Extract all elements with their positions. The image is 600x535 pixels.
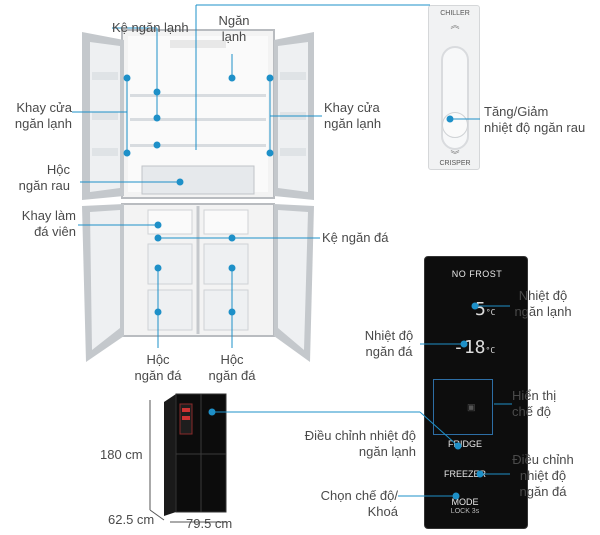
label-tang-giam-nhiet-do: Tăng/Giảm nhiệt độ ngăn rau — [484, 104, 585, 136]
label-ngan-lanh-l2: lạnh — [221, 29, 247, 44]
control-panel: NO FROST 5°C -18°C ▣ FRIDGE FREEZER MODE… — [424, 256, 528, 529]
label-nhiet-do-ngan-lanh-l2: ngăn lạnh — [514, 304, 572, 319]
label-hoc-ngan-da-left-l2: ngăn đá — [134, 368, 182, 383]
label-hoc-ngan-da-right-l2: ngăn đá — [208, 368, 256, 383]
label-khay-cua-ngan-lanh-right: Khay cửa ngăn lạnh — [324, 100, 381, 132]
crisper-label: CRISPER — [439, 160, 471, 167]
label-tang-giam-l2: nhiệt độ ngăn rau — [484, 120, 586, 135]
label-hoc-ngan-da-right: Hộc ngăn đá — [202, 352, 262, 384]
label-nhiet-do-ngan-da-l2: ngăn đá — [365, 344, 413, 359]
label-nhiet-do-ngan-lanh-l1: Nhiệt độ — [518, 288, 568, 303]
label-chon-che-do-l1: Chọn chế độ/ — [320, 488, 398, 503]
dimension-height: 180 cm — [100, 447, 143, 462]
label-khay-cua-ngan-lanh-left: Khay cửa ngăn lạnh — [6, 100, 72, 132]
label-chon-che-do-l2: Khoá — [367, 504, 398, 519]
freezer-temp-unit: °C — [485, 346, 496, 355]
label-dieu-chinh-da-l3: ngăn đá — [519, 484, 567, 499]
label-dieu-chinh-ngan-da: Điều chỉnh nhiệt độ ngăn đá — [508, 452, 578, 500]
chevron-up-icon: ︽ — [450, 20, 460, 30]
label-ke-ngan-lanh: Kệ ngăn lạnh — [112, 20, 189, 35]
label-ngan-lanh-l1: Ngăn — [218, 13, 250, 28]
chiller-label: CHILLER — [440, 10, 470, 17]
label-dieu-chinh-lanh-l1: Điều chỉnh nhiệt độ — [304, 428, 416, 443]
label-hoc-ngan-rau: Hộc ngăn rau — [6, 162, 70, 194]
label-khay-lam-da-l2: đá viên — [34, 224, 76, 239]
brand-label: NO FROST — [451, 269, 503, 279]
label-ke-ngan-da: Kệ ngăn đá — [322, 230, 389, 245]
label-khay-cua-left-l1: Khay cửa — [16, 100, 72, 115]
chevron-down-icon: ︾ — [450, 150, 460, 160]
mode-button[interactable]: MODE — [451, 497, 479, 507]
freezer-button[interactable]: FREEZER — [443, 469, 486, 479]
label-ngan-lanh: Ngăn lạnh — [212, 13, 256, 45]
label-khay-cua-right-l2: ngăn lạnh — [324, 116, 382, 131]
fridge-temp-value: 5 — [475, 299, 486, 320]
label-hoc-ngan-rau-l1: Hộc — [46, 162, 70, 177]
label-khay-cua-left-l2: ngăn lạnh — [14, 116, 72, 131]
label-hoc-ngan-da-left-l1: Hộc — [146, 352, 170, 367]
label-chon-che-do: Chọn chế độ/ Khoá — [316, 488, 398, 520]
label-khay-cua-right-l1: Khay cửa — [324, 100, 380, 115]
fridge-closed-illustration — [164, 393, 227, 516]
label-khay-lam-da-l1: Khay làm — [21, 208, 76, 223]
label-nhiet-do-ngan-lanh: Nhiệt độ ngăn lạnh — [508, 288, 578, 320]
label-tang-giam-l1: Tăng/Giảm — [484, 104, 549, 119]
label-dieu-chinh-ngan-lanh: Điều chỉnh nhiệt độ ngăn lạnh — [296, 428, 416, 460]
lock-hint: LOCK 3s — [450, 508, 480, 515]
fridge-temp-display: 5°C — [475, 299, 495, 320]
fridge-button[interactable]: FRIDGE — [447, 439, 482, 449]
label-hien-thi-l2: chế độ — [512, 404, 552, 419]
mode-display-area — [433, 379, 493, 435]
crisper-slider-knob[interactable] — [442, 112, 468, 138]
label-nhiet-do-ngan-da: Nhiệt độ ngăn đá — [356, 328, 422, 360]
label-nhiet-do-ngan-da-l1: Nhiệt độ — [364, 328, 414, 343]
fridge-temp-unit: °C — [485, 308, 496, 317]
label-khay-lam-da: Khay làm đá viên — [6, 208, 76, 240]
dimension-width: 79.5 cm — [186, 516, 233, 531]
label-hoc-ngan-da-left: Hộc ngăn đá — [128, 352, 188, 384]
label-hien-thi-che-do: Hiển thị chế độ — [512, 388, 556, 420]
label-dieu-chinh-da-l1: Điều chỉnh — [512, 452, 574, 467]
dimension-depth: 62.5 cm — [108, 512, 155, 527]
lock-icon: ▣ — [467, 402, 476, 412]
label-hoc-ngan-rau-l2: ngăn rau — [18, 178, 70, 193]
label-hoc-ngan-da-right-l1: Hộc — [220, 352, 244, 367]
label-dieu-chinh-lanh-l2: ngăn lạnh — [358, 444, 416, 459]
label-dieu-chinh-da-l2: nhiệt độ — [519, 468, 567, 483]
label-hien-thi-l1: Hiển thị — [512, 388, 557, 403]
chiller-panel: CHILLER ︽ ︾ CRISPER — [428, 5, 480, 170]
